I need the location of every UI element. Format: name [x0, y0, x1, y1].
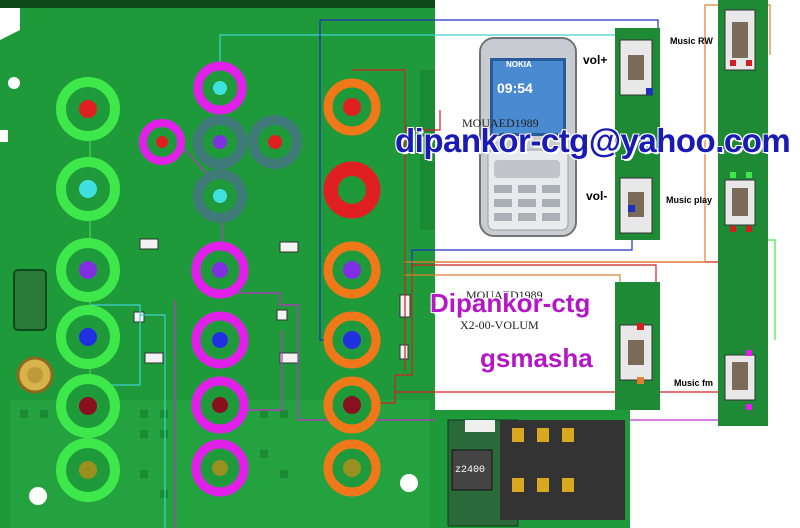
mounting-hole: [400, 474, 418, 492]
phone-image: [479, 37, 577, 237]
email-watermark: dipankor-ctg@yahoo.com: [395, 122, 791, 159]
nav-cluster: [139, 61, 302, 223]
microphone: [16, 356, 54, 394]
site-watermark: gsmasha: [480, 343, 593, 373]
phone-brand: NOKIA: [506, 60, 532, 69]
volume-board-middle: [615, 282, 660, 410]
author-watermark: Dipankor-ctg: [430, 288, 591, 318]
label-music-play: Music play: [666, 195, 713, 205]
sim-board: [435, 410, 630, 528]
music-flex: [718, 0, 768, 426]
label-music-rw: Music RW: [670, 36, 713, 46]
ic-marking: z2400: [455, 465, 486, 476]
faint-label-volume: X2-00-VOLUM: [460, 318, 539, 332]
mounting-hole: [29, 487, 47, 505]
label-vol-plus: vol+: [583, 53, 608, 67]
pad-column-left: [56, 77, 120, 502]
faint-watermark-1: MOUAED1989: [462, 116, 539, 130]
label-vol-minus: vol-: [586, 189, 608, 203]
keypad-pads: [56, 61, 381, 502]
phone-screen-time: 09:54: [497, 80, 533, 96]
volume-flex: [615, 28, 660, 240]
pad-column-middle: [191, 241, 249, 497]
pad-column-right: [323, 78, 381, 497]
faint-watermark-2: MOUAED1989: [466, 288, 543, 302]
label-music-fm: Music fm: [674, 378, 714, 388]
